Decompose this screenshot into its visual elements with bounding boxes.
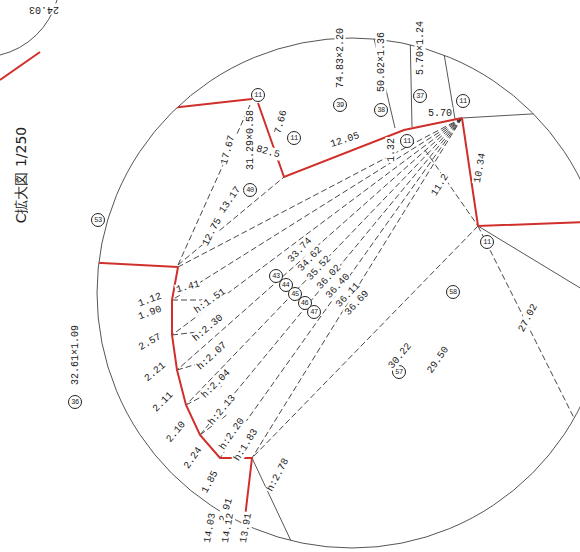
dimension-label: 82.5	[254, 143, 282, 160]
dimension-label: 1.85	[199, 468, 221, 496]
callout-number: 39	[333, 98, 347, 112]
callout-number: 53	[91, 213, 105, 227]
dimension-label: 7.66	[272, 108, 289, 136]
boundary-line	[0, 52, 40, 80]
dimension-label: 27.02	[516, 301, 541, 334]
callout-number: 11	[480, 235, 494, 249]
dimension-label: 29.50	[424, 344, 451, 377]
callout-number: 36	[68, 395, 82, 409]
dimension-label: 1.32	[386, 137, 397, 163]
map-title: C拡大図 1/250	[13, 127, 31, 224]
dimension-label: 5.70	[427, 108, 453, 119]
enlargement-circle	[97, 38, 580, 548]
dimension-label: 13.17	[216, 184, 243, 217]
callout-number: 11	[456, 94, 470, 108]
dimension-label: 10.34	[472, 151, 488, 184]
dimension-label: 12.05	[328, 130, 362, 150]
callout-number: 47	[307, 305, 321, 319]
dimension-label: 2.24	[181, 444, 205, 472]
dimension-label: 74.83×2.20	[335, 27, 346, 89]
dimension-label: 31.29×0.58	[245, 109, 256, 171]
dimension-label: 5.70×1.24	[415, 20, 426, 76]
callout-number: 37	[413, 89, 427, 103]
dimension-label: 2.10	[163, 419, 188, 446]
lot-lines	[252, 30, 580, 552]
measure-lines	[172, 105, 575, 458]
callout-number: 11	[287, 131, 301, 145]
dimension-label: 24.03	[28, 4, 60, 15]
dimension-label: 50.02×1.36	[376, 31, 387, 93]
dimension-label: 17.67	[219, 133, 238, 167]
dimension-label: 1.41	[174, 278, 202, 295]
callout-number: 40	[243, 183, 257, 197]
dimension-label: 12.75	[200, 215, 225, 248]
callout-number: 58	[446, 285, 460, 299]
dimension-label: h:2.78	[264, 456, 292, 495]
callout-number: 11	[251, 88, 265, 102]
dimension-label: 32.61×1.09	[70, 324, 81, 386]
dimension-label: 2.21	[142, 359, 169, 384]
callout-number: 11	[400, 134, 414, 148]
boundary-line	[80, 99, 580, 552]
dimension-label: 2.11	[150, 389, 176, 415]
callout-number: 38	[374, 103, 388, 117]
dimension-label: 14.03	[202, 511, 218, 544]
dimension-label: 11.2	[428, 171, 451, 199]
dimension-label: 2.57	[136, 331, 164, 354]
